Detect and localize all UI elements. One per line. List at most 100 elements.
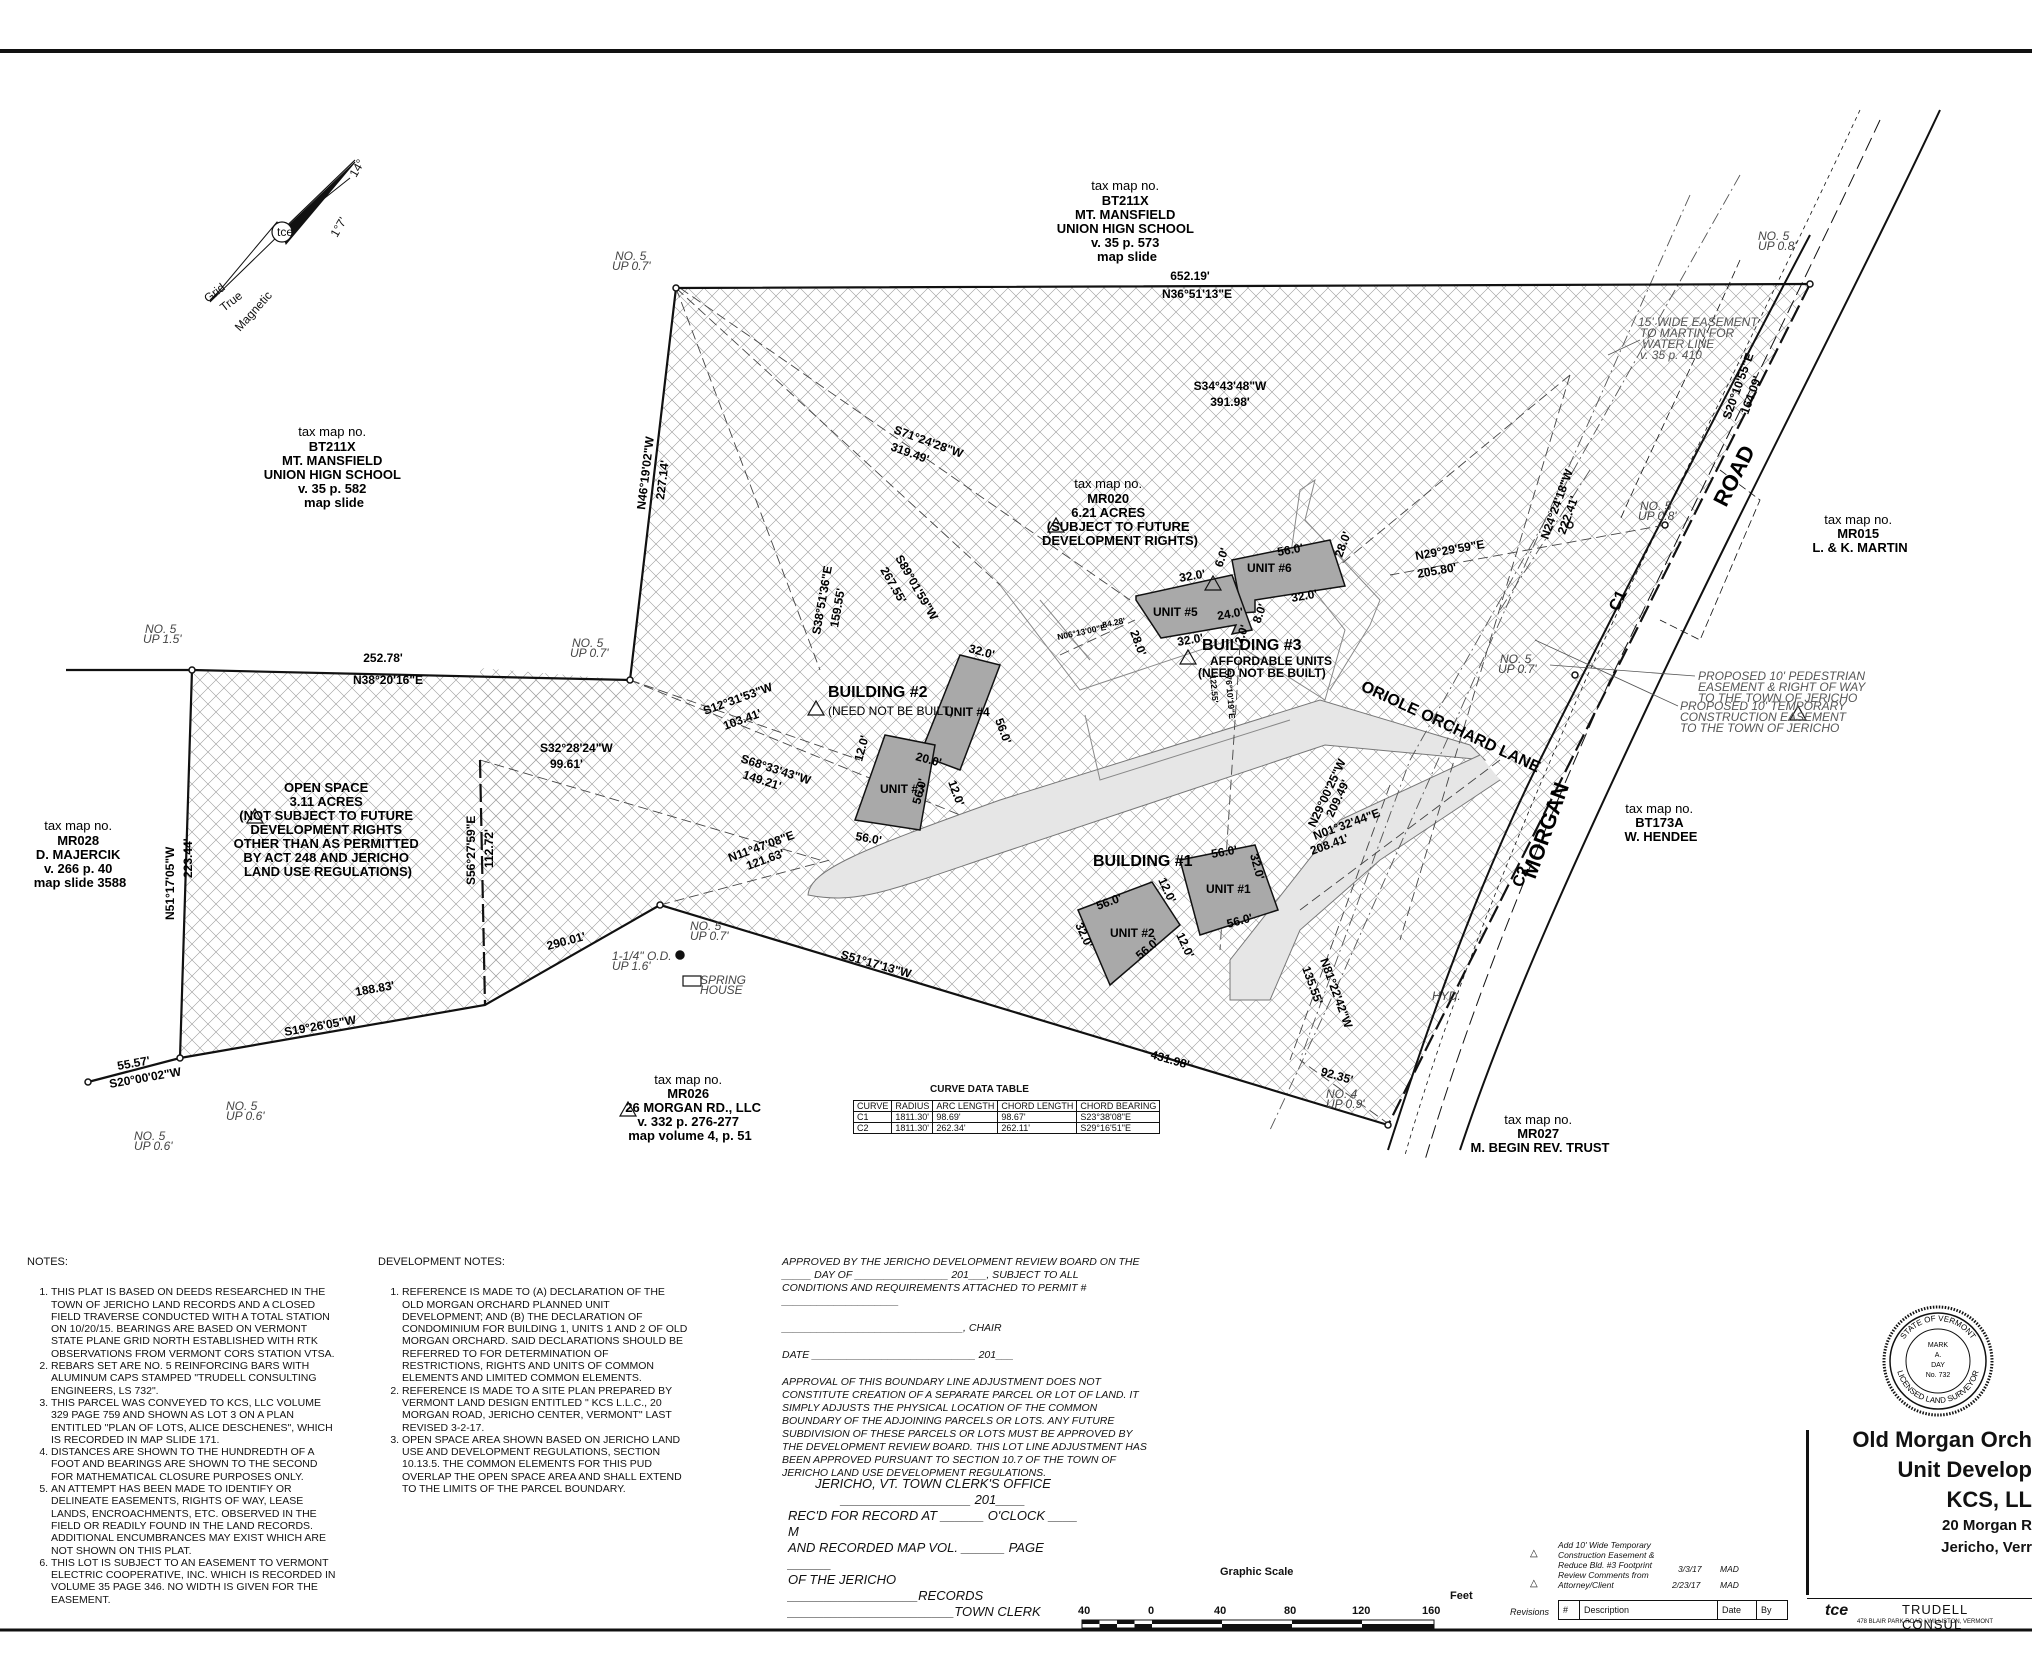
chair-line: _______________________________, CHAIR bbox=[782, 1322, 1002, 1334]
bearing-label: N36°51'13"E bbox=[1162, 287, 1232, 301]
table-header: Description bbox=[1579, 1600, 1718, 1620]
graphic-scale bbox=[1081, 1619, 1435, 1629]
building-3-sub: AFFORDABLE UNITS bbox=[1210, 654, 1332, 668]
unit-1-footprint bbox=[1179, 844, 1279, 936]
parcel-left-school: tax map no. BT211X MT. MANSFIELD UNION H… bbox=[264, 424, 405, 510]
revisions-table: # Description Date By bbox=[1558, 1600, 1788, 1620]
revision-line: Construction Easement & bbox=[1558, 1550, 1655, 1560]
scale-tick: 160 bbox=[1422, 1605, 1441, 1617]
unit-4-label: UNIT #4 bbox=[945, 705, 990, 719]
company-name: TRUDELL CONSUL bbox=[1902, 1602, 1968, 1632]
dim: 56.0' bbox=[1210, 843, 1238, 861]
table-cell: S29°16'51"E bbox=[1076, 1122, 1161, 1134]
table-cell: C1 bbox=[852, 1111, 893, 1123]
unit-3-label: UNIT #3 bbox=[880, 782, 925, 796]
revision-triangle-icons bbox=[245, 516, 1808, 1117]
utility-lines bbox=[1269, 174, 1741, 1131]
graphic-scale-title: Graphic Scale bbox=[1220, 1566, 1294, 1578]
parcel-open-space: OPEN SPACE 3.11 ACRES (NOT SUBJECT TO FU… bbox=[234, 780, 423, 879]
table-header: CURVE bbox=[852, 1100, 893, 1112]
revision-2-triangle-icon: △ bbox=[1530, 1548, 1538, 1559]
building-1-label: BUILDING #1 bbox=[1093, 853, 1193, 870]
table-header: # bbox=[1558, 1600, 1580, 1620]
table-cell: C2 bbox=[852, 1122, 893, 1134]
spring-house-icon bbox=[682, 975, 702, 987]
unit-5-label: UNIT #5 bbox=[1153, 605, 1198, 619]
list-item: DISTANCES ARE SHOWN TO THE HUNDREDTH OF … bbox=[51, 1446, 337, 1483]
bearing-label: 205.80' bbox=[1416, 560, 1458, 581]
revision-2-date: 3/3/17 bbox=[1678, 1564, 1702, 1574]
parcel-main: tax map no. MR020 6.21 ACRES (SUBJECT TO… bbox=[1042, 476, 1198, 548]
list-item: THIS LOT IS SUBJECT TO AN EASEMENT TO VE… bbox=[51, 1557, 337, 1606]
scale-tick: 40 bbox=[1214, 1605, 1227, 1617]
scale-tick: 80 bbox=[1284, 1605, 1297, 1617]
scale-tick: 0 bbox=[1148, 1605, 1155, 1617]
monument-markers bbox=[84, 280, 1814, 1129]
dim: 8.0' bbox=[1250, 602, 1270, 625]
table-row: C1 1811.30' 98.69' 98.67' S23°38'08"E bbox=[852, 1111, 1161, 1123]
project-title: Old Morgan Orch bbox=[1852, 1427, 2032, 1452]
bearing-label: 188.83' bbox=[354, 978, 396, 999]
notes-heading: NOTES: bbox=[27, 1256, 68, 1268]
table-header: RADIUS bbox=[891, 1100, 934, 1112]
unit-3-footprint bbox=[853, 734, 936, 831]
approval-disclaimer: APPROVAL OF THIS BOUNDARY LINE ADJUSTMEN… bbox=[782, 1376, 1147, 1479]
unit-1-label: UNIT #1 bbox=[1206, 882, 1251, 896]
building1-drive bbox=[1229, 754, 1501, 1001]
dim: 56.0' bbox=[854, 829, 882, 847]
list-item: THIS PARCEL WAS CONVEYED TO KCS, LLC VOL… bbox=[51, 1397, 337, 1446]
easement-leaders bbox=[1534, 339, 1696, 707]
bearing-label: 652.19' bbox=[1170, 269, 1210, 283]
graphic-scale-unit: Feet bbox=[1450, 1590, 1473, 1602]
table-row: C2 1811.30' 262.34' 262.11' S29°16'51"E bbox=[852, 1122, 1161, 1134]
table-header: CHORD BEARING bbox=[1076, 1100, 1161, 1112]
oriole-orchard-lane-pavement bbox=[807, 699, 1487, 899]
clerk-line: REC'D FOR RECORD AT ______ O'CLOCK ____ … bbox=[788, 1508, 1078, 1539]
bearing-label: S56°27'59"E bbox=[464, 816, 478, 885]
unit-2-label: UNIT #2 bbox=[1110, 926, 1155, 940]
angle-1-label: 1°7' bbox=[327, 215, 349, 240]
unit-5-footprint bbox=[1135, 574, 1254, 639]
curve-c2-label: C2 bbox=[1510, 864, 1533, 889]
project-town: Jericho, Verr bbox=[1941, 1539, 2032, 1556]
clerk-line: AND RECORDED MAP VOL. ______ PAGE ______ bbox=[788, 1540, 1044, 1571]
table-cell: 1811.30' bbox=[891, 1111, 934, 1123]
dim: 32.0' bbox=[1176, 631, 1204, 649]
project-address: 20 Morgan R bbox=[1941, 1517, 2032, 1534]
easement-labels: 15' WIDE EASEMENT TO MARTIN FOR WATER LI… bbox=[1638, 315, 1866, 735]
bearing-label: 223.44' bbox=[181, 838, 195, 878]
unit-labels: UNIT #6 UNIT #5 UNIT #4 UNIT #3 UNIT #1 … bbox=[880, 561, 1292, 940]
table-header: Date bbox=[1717, 1600, 1757, 1620]
dim: 56.0' bbox=[909, 777, 929, 806]
building-2-note: (NEED NOT BE BUILT) bbox=[828, 704, 954, 718]
table-cell: 262.34' bbox=[932, 1122, 999, 1134]
building-2-label: BUILDING #2 bbox=[828, 684, 928, 701]
project-subtitle: Unit Develop bbox=[1897, 1457, 2032, 1482]
driveway-spur bbox=[1039, 599, 1291, 781]
bearing-label: 159.55' bbox=[827, 587, 848, 629]
clerk-line: _______________________TOWN CLERK bbox=[788, 1604, 1041, 1619]
list-item: THIS PLAT IS BASED ON DEEDS RESEARCHED I… bbox=[51, 1286, 337, 1360]
parcel-martin: tax map no. MR015 L. & K. MARTIN bbox=[1812, 512, 1907, 555]
seal-line: A. bbox=[1935, 1352, 1942, 1359]
tie-lines bbox=[479, 287, 1666, 1126]
list-item: OPEN SPACE AREA SHOWN BASED ON JERICHO L… bbox=[402, 1434, 688, 1495]
building-dimensions: 56.0' 28.0' 32.0' 6.0' 24.0' 8.0' 2.0' 3… bbox=[851, 529, 1353, 962]
bearing-label: 55.57' bbox=[116, 1053, 151, 1073]
company-address: 478 BLAIR PARK ROAD | WILLISTON, VERMONT bbox=[1857, 1619, 1994, 1625]
date-line: DATE ____________________________ 201___ bbox=[782, 1349, 1014, 1361]
bearing-label: S34°43'48"W bbox=[1194, 379, 1267, 393]
approval-block: APPROVED BY THE JERICHO DEVELOPMENT REVI… bbox=[782, 1256, 1147, 1494]
building-labels: BUILDING #2 (NEED NOT BE BUILT) BUILDING… bbox=[828, 637, 1332, 870]
clerk-line: OF THE JERICHO __________________RECORDS bbox=[788, 1572, 984, 1603]
